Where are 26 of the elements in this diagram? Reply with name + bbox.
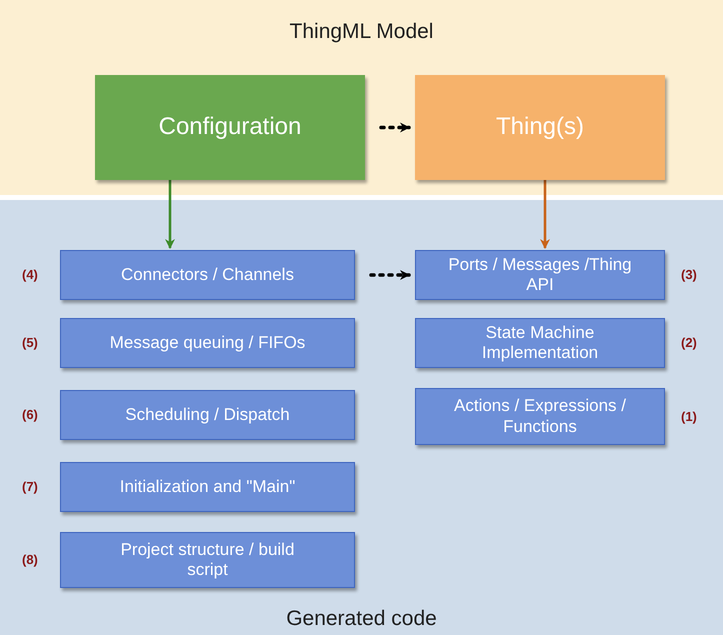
process-box: Scheduling / Dispatch [60,390,355,440]
callout-number: (3) [681,267,697,282]
arrow [379,122,411,132]
arrow [369,270,411,280]
process-box: Configuration [95,75,365,180]
callout-number: (4) [22,267,38,282]
arrow [165,180,175,249]
process-box: Message queuing / FIFOs [60,318,355,368]
callout-number: (8) [22,552,38,567]
process-box: Initialization and "Main" [60,462,355,512]
process-box: Connectors / Channels [60,250,355,300]
callout-number: (1) [681,408,697,424]
region-title: ThingML Model [290,20,434,43]
process-box: State Machine Implementation [415,318,665,368]
process-box: Ports / Messages /Thing API [415,250,665,300]
process-box: Actions / Expressions / Functions [415,388,665,445]
region-title: Generated code [286,607,437,630]
region-panel [0,0,723,195]
process-box: Project structure / build script [60,532,355,588]
callout-number: (5) [22,335,38,350]
callout-number: (2) [681,335,697,350]
callout-number: (6) [22,407,38,422]
callout-number: (7) [22,479,38,494]
region-panel [0,200,723,635]
arrow [540,180,550,249]
process-box: Thing(s) [415,75,665,180]
